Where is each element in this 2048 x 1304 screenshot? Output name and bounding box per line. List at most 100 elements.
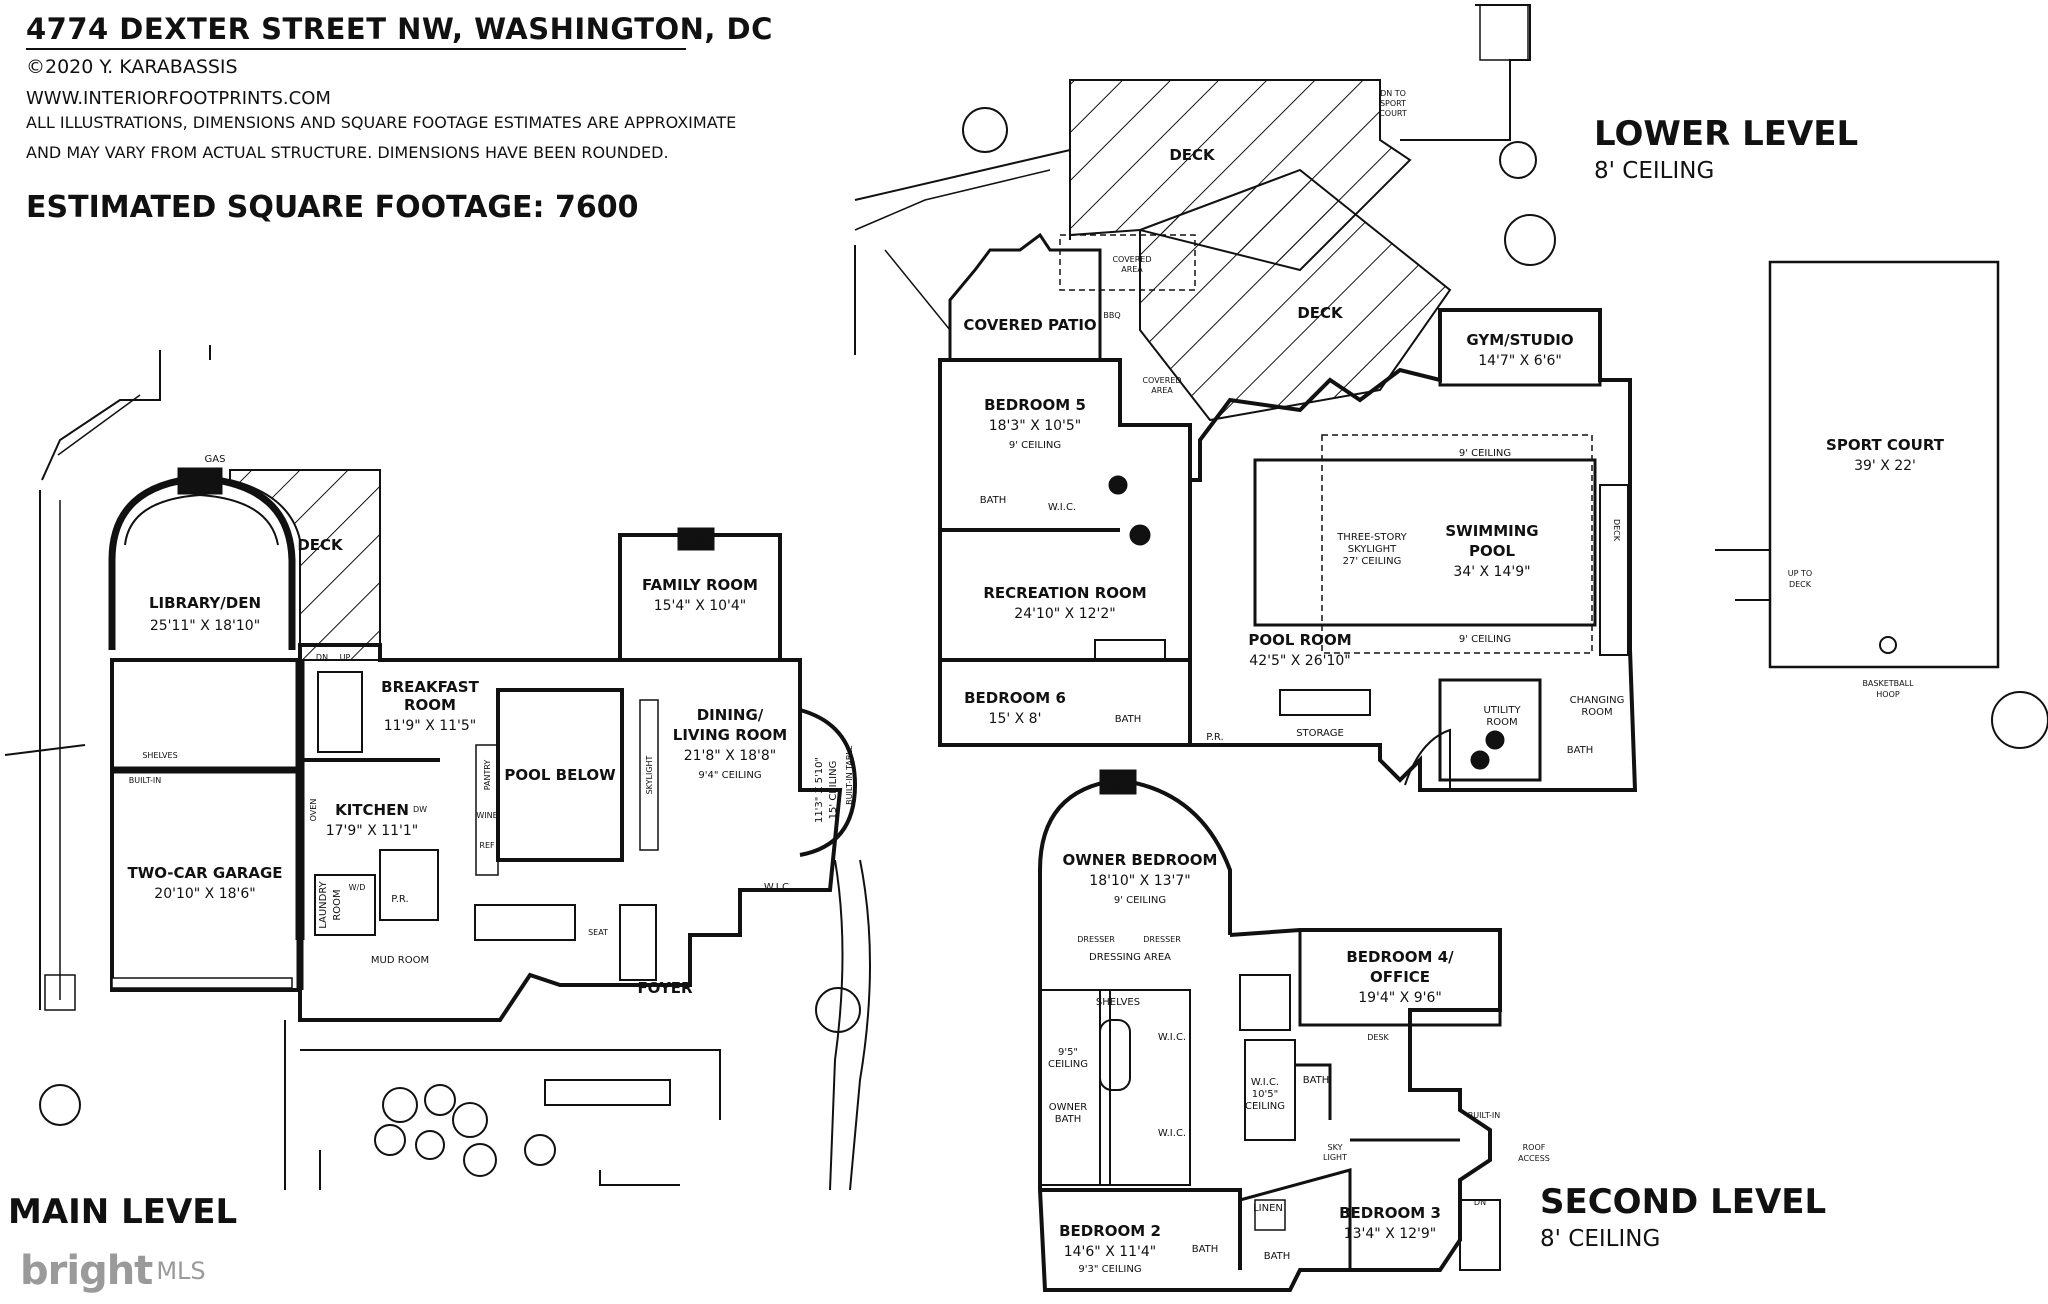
bedroom2-name: BEDROOM 2	[1059, 1222, 1161, 1240]
recreation-dims: 24'10" X 12'2"	[1014, 606, 1115, 622]
gym-name: GYM/STUDIO	[1466, 331, 1573, 349]
storage-label: STORAGE	[1296, 728, 1344, 739]
changing-bath-label: BATH	[1567, 745, 1594, 756]
owner-fp-label: FP	[1112, 782, 1124, 793]
foyer-label: FOYER	[637, 979, 693, 997]
wine-label: WINE	[476, 811, 497, 820]
wic-ceiling-line3: CEILING	[1245, 1101, 1285, 1112]
mud-room-label: MUD ROOM	[371, 955, 429, 966]
pool-dims: 34' X 14'9"	[1453, 564, 1530, 580]
second-builtin-label: BUILT-IN	[1468, 1111, 1500, 1120]
pool-name-2: POOL	[1469, 542, 1515, 560]
kitchen-dims: 17'9" X 11'1"	[326, 823, 419, 839]
deck-main-label: DECK	[297, 536, 344, 554]
library-dims: 25'11" X 18'10"	[150, 618, 260, 634]
bedroom5-dims: 18'3" X 10'5"	[989, 418, 1082, 434]
bedroom5-name: BEDROOM 5	[984, 396, 1086, 414]
dw-label: DW	[413, 805, 427, 814]
second-bath-label: BATH	[1303, 1075, 1330, 1086]
laundry-name-1: LAUNDRY	[318, 880, 329, 928]
covered-area-2-line2: AREA	[1151, 386, 1173, 395]
second-level-title: SECOND LEVEL	[1540, 1182, 1827, 1222]
up-to-deck-label: DECK	[1789, 580, 1812, 589]
breakfast-name-1: BREAKFAST	[381, 678, 479, 696]
pantry-label: PANTRY	[483, 760, 492, 791]
library-name: LIBRARY/DEN	[149, 594, 261, 612]
access-label: ACCESS	[1518, 1154, 1550, 1163]
wd-label: W/D	[349, 883, 366, 892]
pool-room-name: POOL ROOM	[1248, 631, 1351, 649]
sky-label: SKY	[1328, 1143, 1343, 1152]
second-dn-label: DN	[1474, 1198, 1486, 1207]
dining-name-2: LIVING ROOM	[673, 726, 787, 744]
laundry-name-2: ROOM	[332, 889, 343, 920]
bedroom5-ceiling: 9' CEILING	[1009, 440, 1061, 451]
lower-level-labels: DECK DECK COVERED AREA COVERED AREA COVE…	[963, 89, 1944, 756]
fireplace-gas-label: GAS	[205, 454, 226, 465]
bedroom5-bath: BATH	[980, 495, 1007, 506]
ref-label: REF	[479, 841, 495, 850]
deck-mid-label: DECK	[1297, 304, 1344, 322]
breakfast-dims: 11'9" X 11'5"	[384, 718, 477, 734]
owner-bedroom-ceiling: 9' CEILING	[1114, 895, 1166, 906]
skylight3-line3: 27' CEILING	[1343, 556, 1402, 567]
owner-shelves-label: SHELVES	[1096, 997, 1140, 1008]
pool-ceiling-top: 9' CEILING	[1459, 448, 1511, 459]
bedroom6-name: BEDROOM 6	[964, 689, 1066, 707]
covered-area-1-line2: AREA	[1121, 265, 1143, 274]
breakfast-name-2: ROOM	[404, 696, 456, 714]
covered-area-1-line1: COVERED	[1112, 255, 1151, 264]
hoop-line2: HOOP	[1876, 690, 1900, 699]
up-to-label: UP TO	[1788, 569, 1812, 578]
family-room-name: FAMILY ROOM	[642, 576, 758, 594]
bright-mls-logo: bright MLS	[14, 1248, 212, 1294]
ceiling95-line2: CEILING	[1048, 1059, 1088, 1070]
pool-ceiling-bottom: 9' CEILING	[1459, 634, 1511, 645]
main-level-labels: LIBRARY/DEN 25'11" X 18'10" DECK BREAKFA…	[127, 454, 854, 997]
owner-bath-line2: BATH	[1055, 1114, 1082, 1125]
pool-deck-label: DECK	[1612, 519, 1621, 542]
changing-name-2: ROOM	[1581, 707, 1612, 718]
linen-label: LINEN	[1253, 1203, 1283, 1214]
owner-bedroom-dims: 18'10" X 13'7"	[1089, 873, 1190, 889]
family-fp-label: FP	[692, 537, 704, 548]
bedroom4-name-2: OFFICE	[1370, 968, 1430, 986]
roof-label: ROOF	[1523, 1143, 1546, 1152]
bedroom2-bath-label: BATH	[1192, 1244, 1219, 1255]
lower-bath-label: BATH	[1115, 714, 1142, 725]
sport-court-dims: 39' X 22'	[1854, 458, 1916, 474]
skylight3-line2: SKYLIGHT	[1348, 544, 1397, 555]
dresser-2-label: DRESSER	[1143, 935, 1181, 944]
brand-suffix: MLS	[156, 1257, 206, 1285]
utility-name-1: UTILITY	[1483, 705, 1521, 716]
main-up-label: UP	[340, 653, 351, 662]
main-wic-label: W.I.C.	[764, 882, 792, 893]
dresser-1-label: DRESSER	[1077, 935, 1115, 944]
family-room-dims: 15'4" X 10'4"	[654, 598, 747, 614]
skylight-label: SKYLIGHT	[645, 755, 654, 794]
lower-level-ceiling: 8' CEILING	[1594, 158, 1715, 184]
bedroom2-dims: 14'6" X 11'4"	[1064, 1244, 1157, 1260]
hoop-line1: BASKETBALL	[1862, 679, 1914, 688]
builtin-label: BUILT-IN	[129, 776, 161, 785]
covered-patio-label: COVERED PATIO	[963, 316, 1096, 334]
sport-court-name: SPORT COURT	[1826, 436, 1945, 454]
shelves-label: SHELVES	[142, 751, 177, 760]
square-footage-text: ESTIMATED SQUARE FOOTAGE: 7600	[26, 190, 639, 225]
desk-label: DESK	[1367, 1033, 1389, 1042]
oven-label: OVEN	[309, 799, 318, 822]
bedroom2-ceiling: 9'3" CEILING	[1078, 1264, 1141, 1275]
gym-dims: 14'7" X 6'6"	[1478, 353, 1562, 369]
second-level-ceiling: 8' CEILING	[1540, 1226, 1661, 1252]
bedroom4-name-1: BEDROOM 4/	[1346, 948, 1454, 966]
bedroom6-dims: 15' X 8'	[989, 711, 1042, 727]
shared-bath-label: BATH	[1264, 1251, 1291, 1262]
bedroom3-name: BEDROOM 3	[1339, 1204, 1441, 1222]
bedroom3-dims: 13'4" X 12'9"	[1344, 1226, 1437, 1242]
second-level-labels: OWNER BEDROOM 18'10" X 13'7" 9' CEILING …	[1048, 782, 1550, 1275]
bbq-label: BBQ	[1103, 311, 1120, 320]
garage-name: TWO-CAR GARAGE	[127, 864, 282, 882]
lower-level-plan	[854, 4, 2048, 792]
